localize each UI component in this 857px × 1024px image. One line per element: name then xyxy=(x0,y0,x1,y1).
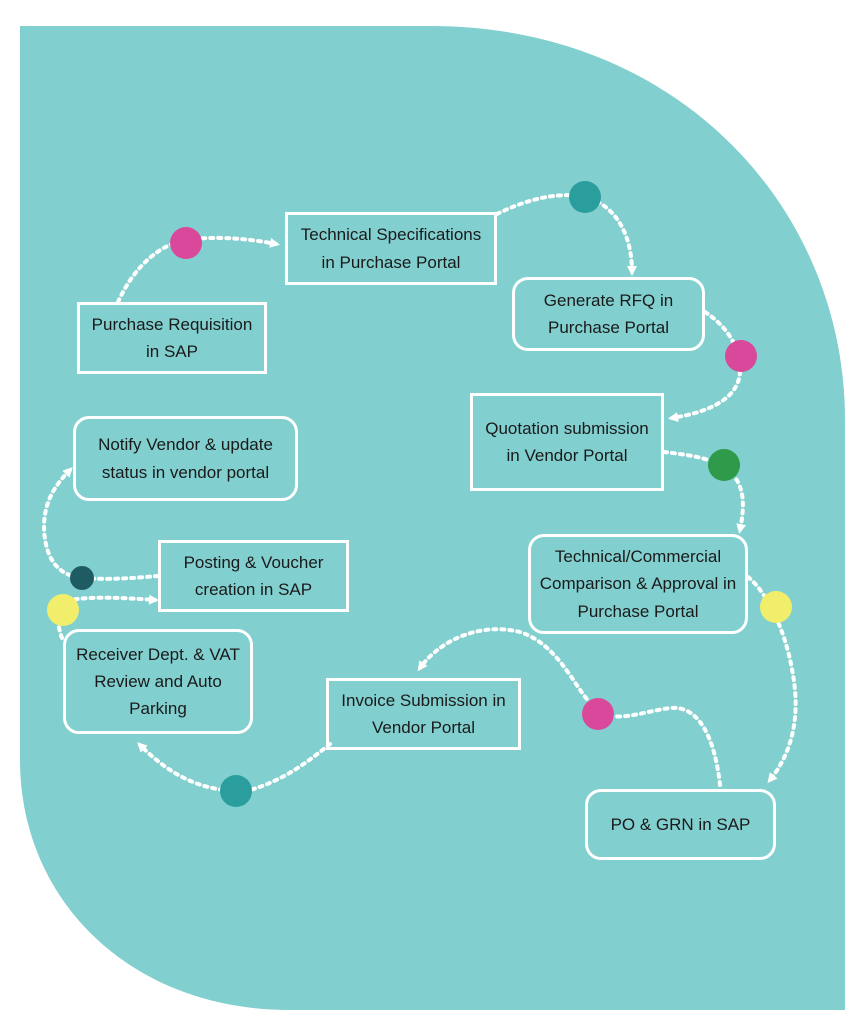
dot-2 xyxy=(569,181,601,213)
dot-3 xyxy=(725,340,757,372)
dot-5 xyxy=(760,591,792,623)
step-receiver-review-label: Receiver Dept. & VAT Review and Auto Par… xyxy=(76,644,240,719)
dot-9 xyxy=(70,566,94,590)
step-generate-rfq: Generate RFQ in Purchase Portal xyxy=(512,277,705,351)
step-purchase-requisition: Purchase Requisition in SAP xyxy=(77,302,267,374)
dot-8 xyxy=(47,594,79,626)
step-notify-vendor: Notify Vendor & update status in vendor … xyxy=(73,416,298,501)
step-invoice-submission: Invoice Submission in Vendor Portal xyxy=(326,678,521,750)
step-quotation-submission-label: Quotation submission in Vendor Portal xyxy=(485,418,649,465)
step-purchase-requisition-label: Purchase Requisition in SAP xyxy=(91,314,253,361)
step-invoice-submission-label: Invoice Submission in Vendor Portal xyxy=(341,690,506,737)
step-technical-commercial: Technical/Commercial Comparison & Approv… xyxy=(528,534,748,634)
connector-posting-to-notify xyxy=(41,467,160,581)
step-quotation-submission: Quotation submission in Vendor Portal xyxy=(470,393,664,491)
background-blob xyxy=(20,26,845,1010)
step-po-grn-label: PO & GRN in SAP xyxy=(610,814,751,834)
step-po-grn: PO & GRN in SAP xyxy=(585,789,776,860)
step-posting-voucher: Posting & Voucher creation in SAP xyxy=(158,540,349,612)
dot-6 xyxy=(582,698,614,730)
step-notify-vendor-label: Notify Vendor & update status in vendor … xyxy=(98,435,273,482)
connector-invoice-to-receiver xyxy=(137,742,332,793)
step-technical-specifications-label: Technical Specifications in Purchase Por… xyxy=(300,225,482,272)
step-technical-commercial-label: Technical/Commercial Comparison & Approv… xyxy=(539,547,737,621)
dot-7 xyxy=(220,775,252,807)
step-receiver-review: Receiver Dept. & VAT Review and Auto Par… xyxy=(63,629,253,734)
step-posting-voucher-label: Posting & Voucher creation in SAP xyxy=(183,552,324,599)
step-generate-rfq-label: Generate RFQ in Purchase Portal xyxy=(543,290,674,337)
dot-1 xyxy=(170,227,202,259)
dot-4 xyxy=(708,449,740,481)
step-technical-specifications: Technical Specifications in Purchase Por… xyxy=(285,212,497,285)
